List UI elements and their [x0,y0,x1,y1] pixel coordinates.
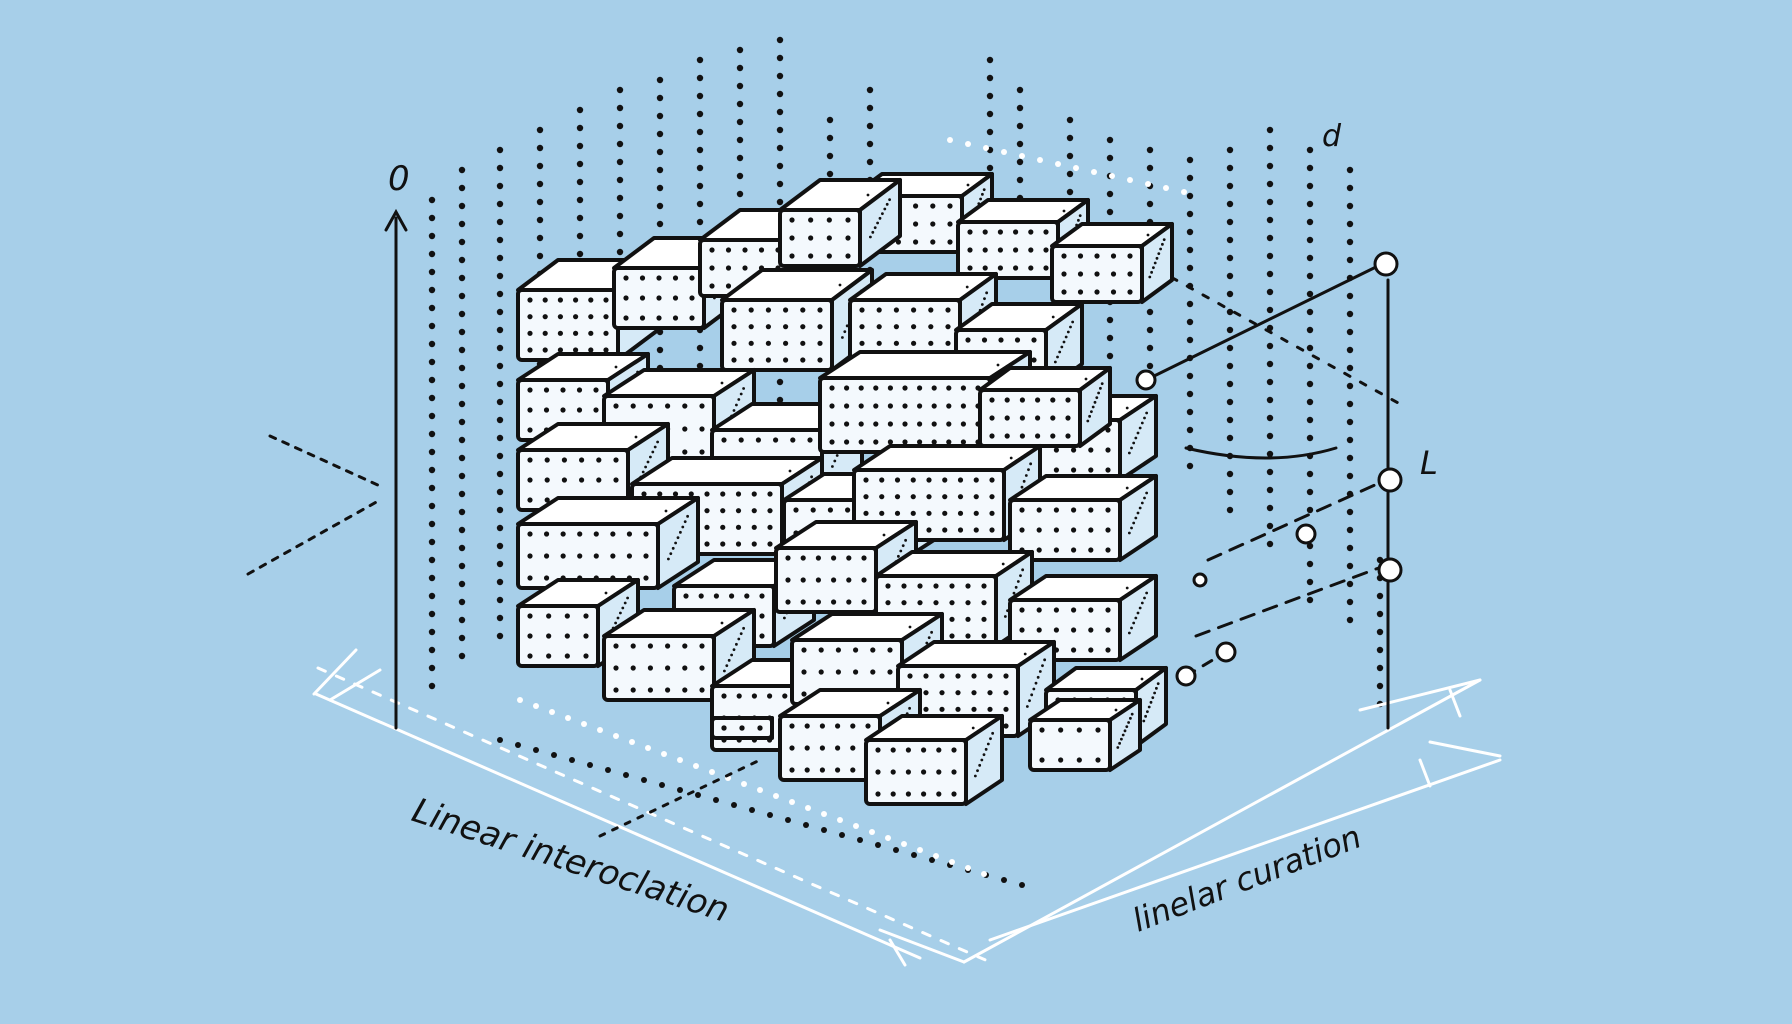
brick [516,496,700,590]
curve-line-mid [1184,446,1338,460]
curve-nodes [1135,251,1403,687]
bottom-left-label: Linear interoclation [407,791,734,931]
brick [720,268,874,372]
brick-stack [516,172,1174,806]
brick [778,178,902,268]
brick [710,716,774,740]
brick [978,366,1112,448]
brick [864,714,1004,806]
brick [1050,222,1174,304]
curve-line-top [1144,264,1380,382]
floor-dimension-lines [312,648,1502,967]
brick [1008,474,1158,562]
right-top-marker-label: d [1322,119,1342,154]
brick [1028,698,1142,772]
vertical-axis-top-label: 0 [388,159,410,199]
vertical-axis-arrowhead [384,208,408,232]
right-side-marker-label: L [1420,444,1438,482]
